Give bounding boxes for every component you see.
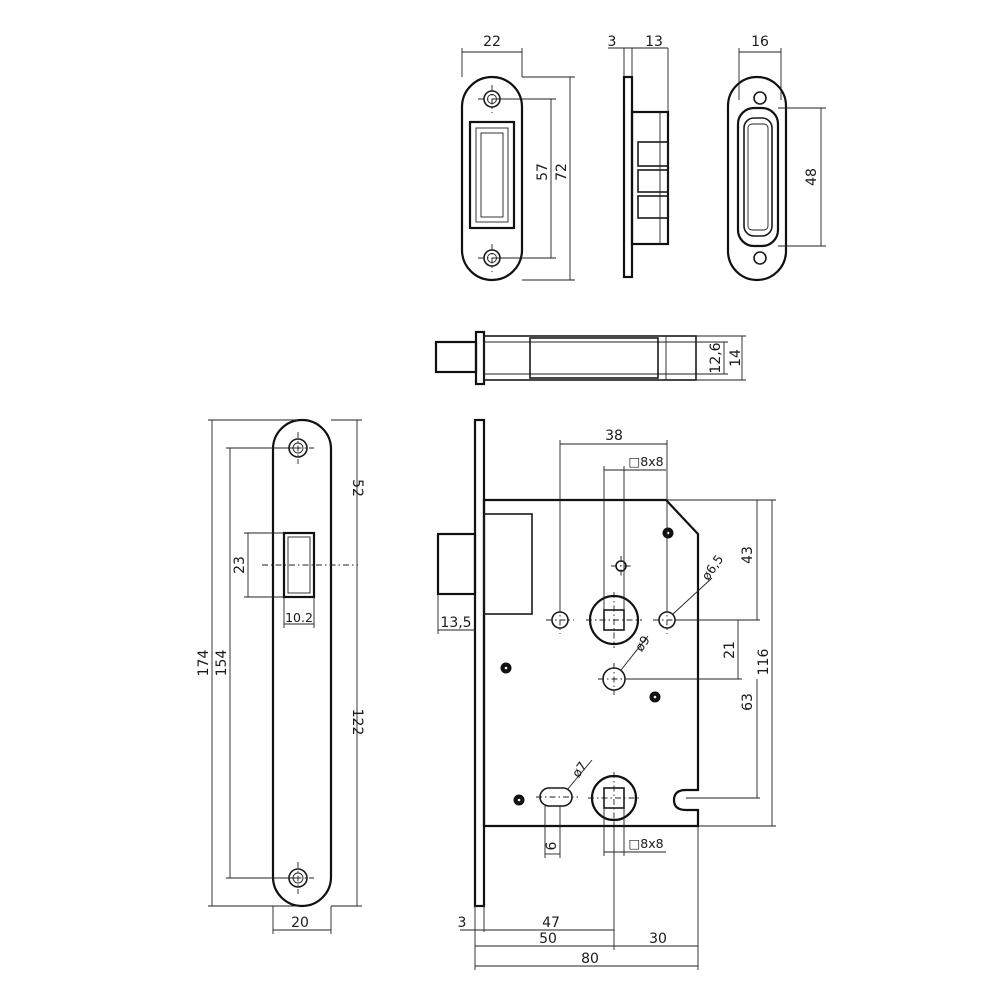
strike-plate-front-view: 22 57 72 [460, 34, 575, 282]
dim-21-label: 21 [722, 641, 738, 659]
rear-30-label: 30 [649, 931, 667, 947]
plate-thickness-label: 3 [458, 915, 467, 931]
slot-hole-diameter-label: ø7 [569, 759, 590, 780]
strike-rear-width-label: 16 [751, 34, 769, 50]
faceplate-width-label: 20 [291, 915, 309, 931]
slot-width-label: 6 [544, 841, 560, 850]
faceplate-opening-width-label: 10.2 [285, 610, 313, 625]
strike-front-width-label: 22 [483, 34, 501, 50]
backset-47-label: 47 [542, 915, 560, 931]
strike-depth-label: 13 [645, 34, 663, 50]
faceplate-total-height-label: 174 [196, 650, 212, 677]
case-80-label: 80 [581, 951, 599, 967]
strike-plate-rear-view: 16 48 [726, 34, 826, 282]
strike-rear-height-label: 48 [804, 168, 820, 186]
strike-plate-side-view: 3 13 [608, 34, 670, 279]
dim-43-label: 43 [740, 546, 756, 564]
strike-hole-spacing-label: 57 [535, 163, 551, 181]
dim-116-label: 116 [756, 649, 772, 676]
backset-50-label: 50 [539, 931, 557, 947]
latch-outer-height-label: 14 [728, 349, 744, 367]
follower-hole-diameter-label: ø9 [632, 633, 653, 654]
faceplate-upper-label: 52 [349, 479, 365, 497]
latch-side-view: 12,6 14 [434, 330, 746, 386]
strike-height-label: 72 [554, 163, 570, 181]
dim-spindle-to-key-label: 38 [605, 428, 623, 444]
latch-inner-height-label: 12,6 [708, 342, 724, 373]
faceplate-front-view: 174 154 23 10.2 52 122 20 [196, 418, 365, 934]
hole-small-diameter-label: ø6,5 [698, 552, 726, 583]
key-square-label: □8x8 [628, 836, 663, 851]
spindle-square-label: □8x8 [628, 454, 663, 469]
latch-projection-label: 13,5 [440, 615, 471, 631]
strike-plate-thickness-label: 3 [608, 34, 617, 50]
lock-body-side-view: 38 □8x8 ø6,5 ø9 43 116 21 63 13,5 ø7 [436, 418, 776, 970]
faceplate-lower-label: 122 [349, 709, 365, 736]
faceplate-screw-spacing-label: 154 [214, 650, 230, 677]
dim-63-label: 63 [740, 693, 756, 711]
faceplate-opening-height-label: 23 [232, 556, 248, 574]
